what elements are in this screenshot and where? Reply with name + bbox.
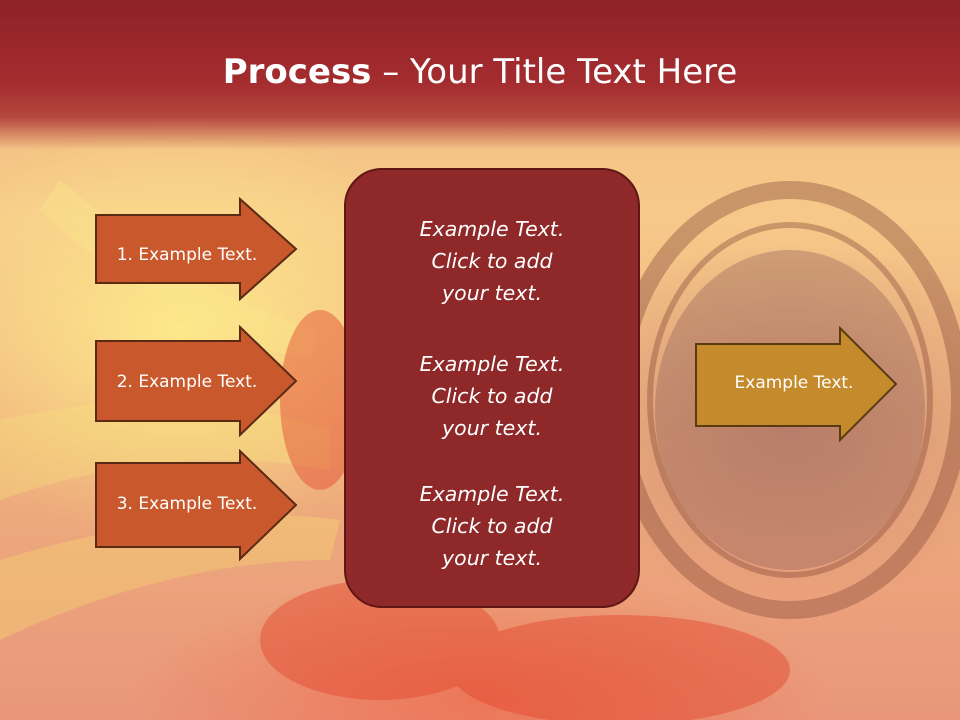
paragraph-line: your text. (442, 281, 542, 305)
center-text-box[interactable] (344, 168, 640, 608)
slide-title[interactable]: Process – Your Title Text Here (0, 52, 960, 92)
title-rest-part: – Your Title Text Here (371, 52, 738, 92)
paragraph-line: your text. (442, 546, 542, 570)
output-arrow[interactable] (694, 326, 900, 444)
title-bold-part: Process (222, 52, 372, 92)
step-1-label: 1. Example Text. (116, 245, 258, 265)
paragraph-line: Click to add (431, 514, 553, 538)
step-3-label: 3. Example Text. (116, 494, 258, 514)
paragraph-line: Example Text. (419, 352, 565, 376)
center-paragraph-3: Example Text. Click to add your text. (344, 478, 640, 574)
output-arrow-label: Example Text. (734, 373, 854, 393)
paragraph-line: your text. (442, 416, 542, 440)
step-2-label: 2. Example Text. (116, 372, 258, 392)
paragraph-line: Example Text. (419, 217, 565, 241)
paragraph-line: Example Text. (419, 482, 565, 506)
center-paragraph-1: Example Text. Click to add your text. (344, 213, 640, 309)
paragraph-line: Click to add (431, 249, 553, 273)
paragraph-line: Click to add (431, 384, 553, 408)
center-paragraph-2: Example Text. Click to add your text. (344, 348, 640, 444)
step-3-arrow[interactable] (94, 449, 300, 563)
step-2-arrow[interactable] (94, 325, 300, 437)
title-band (0, 0, 960, 150)
step-1-arrow[interactable] (94, 197, 300, 301)
